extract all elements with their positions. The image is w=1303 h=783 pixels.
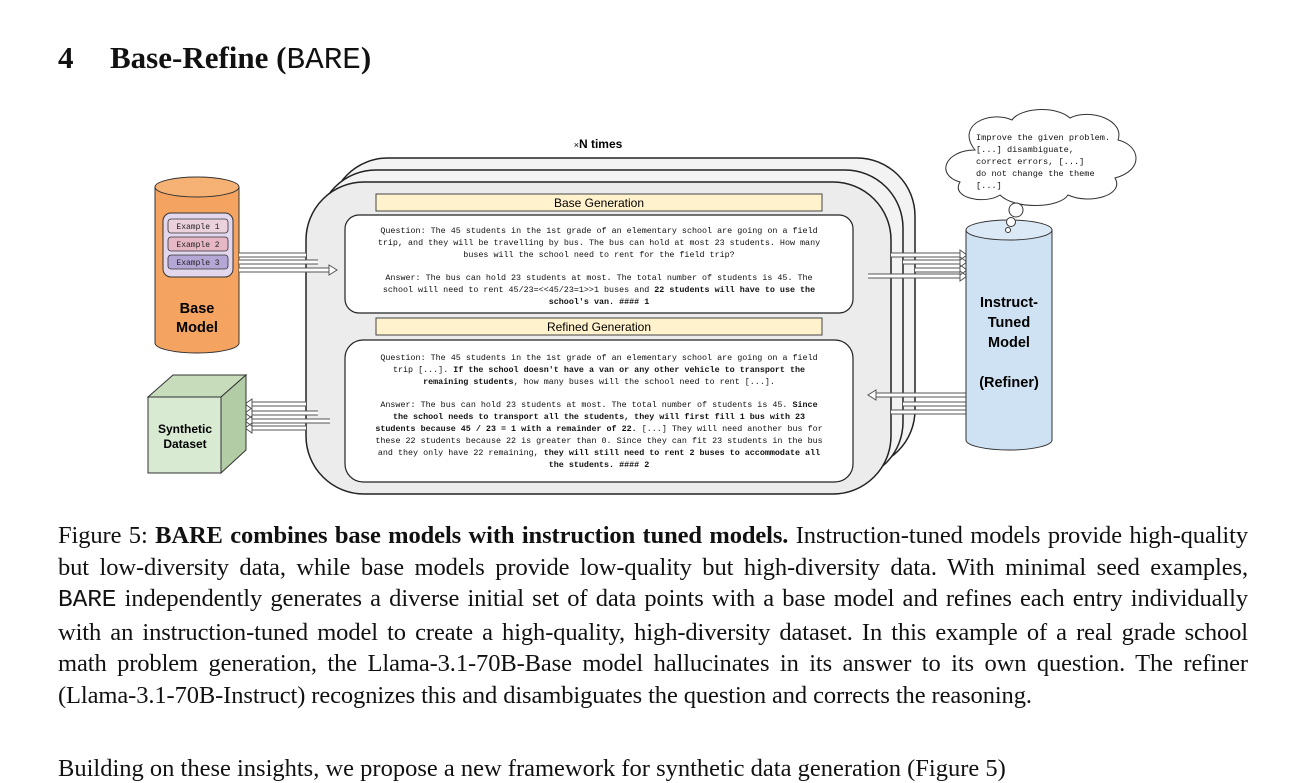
refined-answer-line: students because 45 / 23 = 1 with a rema… — [375, 424, 822, 434]
base-model-label-line1: Base — [180, 301, 215, 317]
refined-question-line: remaining students, how many buses will … — [423, 377, 775, 387]
bare-figure: ×N times Base Generation Question: The 4… — [146, 109, 1137, 495]
example-1: Example 1 — [176, 223, 219, 232]
refiner-to-panel-arrows — [876, 393, 966, 414]
section-number: 4 — [58, 40, 74, 75]
refined-answer-line: these 22 students because 22 is greater … — [375, 436, 822, 446]
base-question-line: buses will the school need to rent for t… — [463, 250, 734, 260]
synthetic-label-line2: Dataset — [163, 437, 206, 451]
refiner-label-line4: (Refiner) — [979, 375, 1039, 391]
base-model-cylinder: Example 1 Example 2 Example 3 Base Model — [154, 176, 240, 354]
refined-answer-line: the students. #### 2 — [549, 460, 650, 470]
figure-caption: Figure 5: BARE combines base models with… — [58, 520, 1248, 712]
refined-question-line: Question: The 45 students in the 1st gra… — [380, 353, 817, 363]
caption-text-2: independently generates a diverse initia… — [58, 585, 1248, 709]
example-3: Example 3 — [176, 259, 219, 268]
refiner-label-line1: Instruct- — [980, 295, 1038, 311]
refined-answer-line: the school needs to transport all the st… — [393, 412, 805, 422]
refiner-label-line2: Tuned — [988, 315, 1030, 331]
caption-bold: BARE combines base models with instructi… — [155, 522, 789, 549]
thought-line: do not change the theme — [976, 169, 1095, 179]
refined-generation-bar — [375, 317, 823, 336]
repeat-label: ×N times — [574, 137, 623, 151]
base-model-label-line2: Model — [176, 320, 218, 336]
synthetic-label-line1: Synthetic — [158, 422, 212, 436]
base-generation-bar — [375, 193, 823, 212]
section-heading: 4 Base-Refine (BARE) — [58, 40, 371, 78]
thought-line: correct errors, [...] — [976, 157, 1084, 167]
example-2: Example 2 — [176, 241, 219, 250]
panel-to-dataset-arrows — [250, 402, 330, 430]
base-generation-label: Base Generation — [554, 196, 644, 210]
next-paragraph-fragment: Building on these insights, we propose a… — [58, 755, 1006, 782]
refined-answer-line: and they only have 22 remaining, they wi… — [378, 448, 820, 458]
thought-line: [...] — [976, 181, 1002, 191]
section-code: BARE — [286, 43, 361, 78]
caption-label: Figure 5: — [58, 522, 156, 549]
refined-generation-box — [344, 339, 854, 483]
synthetic-dataset-cube: Synthetic Dataset — [146, 373, 248, 475]
base-generation-box — [344, 214, 854, 314]
base-answer-line: school's van. #### 1 — [549, 297, 650, 307]
thought-line: [...] disambiguate, — [976, 145, 1074, 155]
thought-cloud — [945, 109, 1137, 233]
refined-answer-line: Answer: The bus can hold 23 students at … — [380, 400, 817, 410]
refined-question-line: trip [...]. If the school doesn't have a… — [393, 365, 805, 375]
base-question-line: trip, and they will be travelling by bus… — [378, 238, 820, 248]
thought-line: Improve the given problem. — [976, 133, 1110, 143]
caption-code: BARE — [58, 587, 117, 615]
base-question-line: Question: The 45 students in the 1st gra… — [380, 226, 817, 236]
refiner-cylinder: Instruct- Tuned Model (Refiner) — [965, 219, 1053, 451]
base-answer-line: Answer: The bus can hold 23 students at … — [385, 273, 812, 283]
caption-text-1: Instruction-tuned models provide high-qu… — [58, 522, 1248, 581]
section-title: Base-Refine ( — [110, 40, 287, 75]
refiner-label-line3: Model — [988, 335, 1030, 351]
refined-generation-label: Refined Generation — [547, 320, 651, 334]
base-answer-line: school will need to rent 45/23=<<45/23=1… — [383, 285, 815, 295]
section-close: ) — [360, 40, 372, 75]
